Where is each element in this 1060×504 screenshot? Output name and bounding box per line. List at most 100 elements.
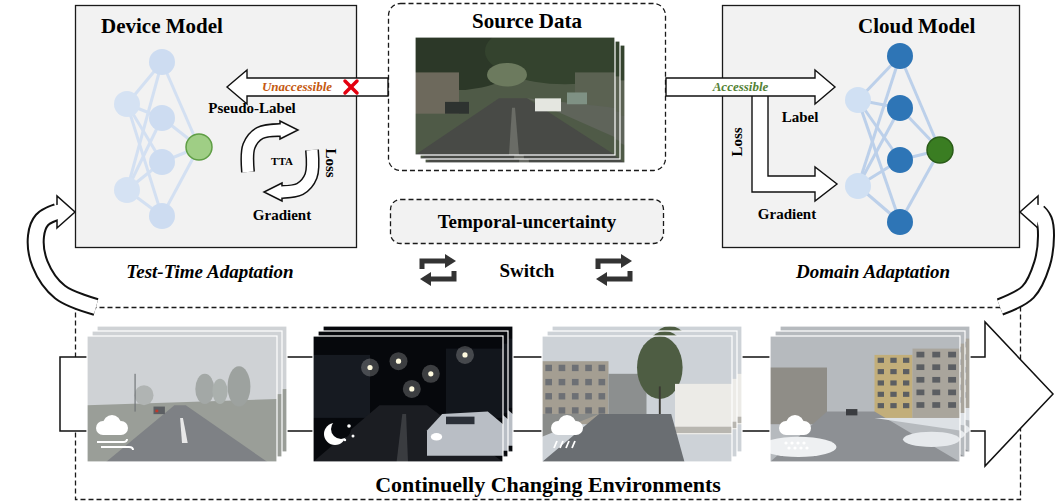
- window: [903, 380, 909, 385]
- weather-icon: [560, 441, 563, 448]
- car-window: [446, 417, 475, 425]
- switch-icon: [430, 271, 454, 279]
- network-output: [186, 134, 212, 160]
- annotation-label: Loss: [323, 148, 340, 177]
- network-neuron: [887, 95, 913, 121]
- flow-arrow: [752, 96, 837, 201]
- pole: [135, 374, 136, 412]
- window: [599, 365, 606, 371]
- window: [572, 407, 579, 413]
- weather-icon: [793, 446, 796, 449]
- window: [932, 390, 940, 396]
- weather-icon: [554, 441, 557, 448]
- window: [932, 402, 940, 408]
- window: [948, 352, 956, 358]
- car: [846, 409, 857, 415]
- model-box: Device Model: [75, 5, 357, 248]
- box-title: Source Data: [472, 9, 582, 33]
- window: [585, 393, 592, 399]
- switch-icon: [606, 271, 630, 279]
- curved-arrow-body: [36, 212, 96, 307]
- weather-icon: [344, 439, 346, 441]
- hollow-arrow: [666, 70, 835, 104]
- criterion-box: Temporal-uncertainty: [390, 199, 664, 244]
- window: [903, 358, 909, 363]
- lamp-glow: [403, 380, 421, 398]
- annotation-label: Switch: [500, 261, 555, 282]
- switch-icon: [445, 254, 456, 268]
- box-title: Temporal-uncertainty: [438, 211, 617, 233]
- photo-frame: [313, 336, 503, 462]
- weather-icon: [558, 427, 576, 435]
- street-lamp: [409, 386, 414, 391]
- data-box: Source Data: [388, 3, 666, 171]
- image-stack: [87, 326, 287, 462]
- car: [445, 102, 469, 114]
- window: [916, 390, 924, 396]
- snow: [903, 432, 960, 447]
- connector: [1000, 196, 1046, 307]
- car: [427, 412, 503, 456]
- street-lamp: [367, 365, 372, 370]
- sky: [313, 336, 503, 462]
- window: [572, 379, 579, 385]
- road: [106, 405, 268, 462]
- weather-icon: [352, 435, 355, 438]
- street-lamp: [396, 359, 401, 364]
- network-link: [162, 62, 199, 147]
- frame-border: [87, 336, 277, 462]
- road: [415, 98, 615, 155]
- snow: [770, 437, 837, 457]
- weather-icon: [101, 447, 133, 450]
- stream-arrow: [60, 322, 1053, 466]
- window: [599, 393, 606, 399]
- annotation-label: Label: [782, 109, 819, 126]
- photo-frame: [415, 37, 615, 155]
- window: [545, 393, 552, 399]
- weather-icon: [331, 419, 351, 439]
- truck-trim: [675, 427, 732, 433]
- window: [932, 377, 940, 383]
- switch-icon: [422, 261, 446, 269]
- network-neuron: [114, 91, 140, 117]
- tail-light: [155, 410, 158, 413]
- network-neuron: [887, 43, 913, 69]
- window: [948, 402, 956, 408]
- annotation-label: Test-Time Adaptation: [126, 262, 293, 283]
- window: [878, 358, 884, 363]
- lane-mark: [397, 414, 408, 462]
- headlight: [431, 433, 442, 441]
- network-neuron: [149, 149, 175, 175]
- weather-icon: [787, 446, 790, 449]
- window: [599, 379, 606, 385]
- photo-frame: [87, 336, 277, 462]
- network-link: [858, 108, 900, 186]
- annotation-label: Loss: [729, 127, 746, 156]
- window: [916, 377, 924, 383]
- curved-arrow-outline: [36, 212, 96, 307]
- curved-arrow-body: [1000, 212, 1046, 307]
- weather-icon: [784, 441, 787, 444]
- road: [313, 405, 503, 462]
- weather-icon: [790, 441, 793, 444]
- window: [903, 369, 909, 374]
- network-neuron: [887, 147, 913, 173]
- window: [932, 364, 940, 370]
- network-output: [927, 137, 953, 163]
- box-outline: [76, 6, 357, 248]
- sky: [542, 336, 732, 462]
- window: [890, 403, 896, 408]
- blocked-mark: [345, 81, 357, 93]
- window: [545, 407, 552, 413]
- window: [585, 407, 592, 413]
- window: [585, 365, 592, 371]
- switch-icon: [621, 254, 632, 268]
- window: [903, 403, 909, 408]
- sidewalk: [542, 414, 599, 437]
- window: [878, 380, 884, 385]
- weather-icon: [786, 427, 804, 435]
